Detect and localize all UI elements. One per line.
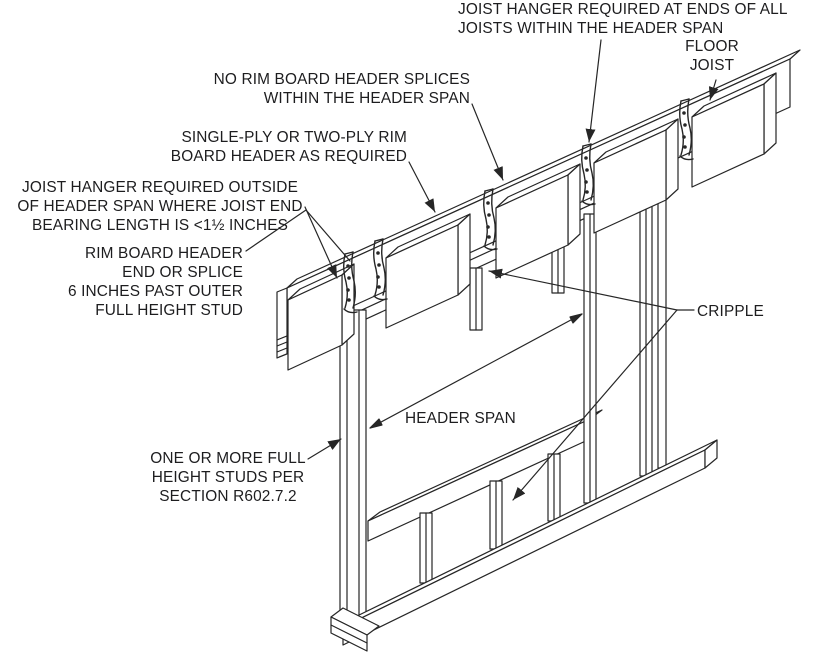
floor-joist-5 — [692, 73, 776, 187]
cripple-stud-lower-2 — [490, 481, 502, 549]
cripple-stud-lower-1 — [420, 513, 432, 583]
leader-floor-joist — [708, 80, 719, 100]
label-cripple: CRIPPLE — [697, 303, 764, 320]
header-span-arrow — [370, 314, 582, 428]
cripple-stud-upper-1 — [470, 268, 482, 330]
floor-joist-1 — [288, 264, 354, 370]
joist-hanger-4 — [582, 144, 595, 205]
sill-band — [368, 410, 602, 541]
bottom-plate-end-block — [331, 608, 379, 651]
label-rim-end: RIM BOARD HEADER END OR SPLICE 6 INCHES … — [67, 245, 243, 319]
floor-joist-2 — [386, 214, 470, 328]
joist-hanger-3 — [484, 189, 497, 250]
leader-lines — [246, 40, 719, 500]
joist-hangers — [344, 99, 693, 313]
floor-joist-3 — [496, 164, 580, 278]
label-full-height-studs: ONE OR MORE FULL HEIGHT STUDS PER SECTIO… — [150, 450, 306, 505]
leader-cripple — [489, 268, 694, 500]
right-king-stud — [584, 214, 596, 503]
label-hanger-outside: JOIST HANGER REQUIRED OUTSIDE OF HEADER … — [17, 179, 303, 234]
left-full-height-stud — [340, 310, 366, 622]
right-end-stud — [640, 188, 652, 476]
floor-joist-4 — [594, 119, 678, 233]
label-header-span: HEADER SPAN — [405, 410, 516, 427]
label-single-ply: SINGLE-PLY OR TWO-PLY RIM BOARD HEADER A… — [170, 129, 407, 165]
label-no-splices: NO RIM BOARD HEADER SPLICES WITHIN THE H… — [213, 71, 470, 107]
leader-rim-end — [246, 210, 350, 261]
leader-hanger-outside — [305, 207, 337, 278]
label-floor-joist: FLOOR JOIST — [685, 38, 739, 74]
leader-single-ply — [409, 162, 435, 212]
leader-full-height-studs — [308, 439, 341, 459]
bottom-plate — [331, 440, 717, 651]
joist-hanger-2 — [374, 239, 387, 300]
joist-hanger-5 — [680, 99, 693, 160]
joist-hanger-1 — [344, 252, 357, 313]
leader-no-splices — [472, 104, 503, 180]
leader-joist-hanger-ends — [585, 40, 601, 142]
cripple-stud-lower-3 — [548, 454, 560, 521]
label-joist-hanger-ends: JOIST HANGER REQUIRED AT ENDS OF ALL JOI… — [458, 1, 788, 37]
